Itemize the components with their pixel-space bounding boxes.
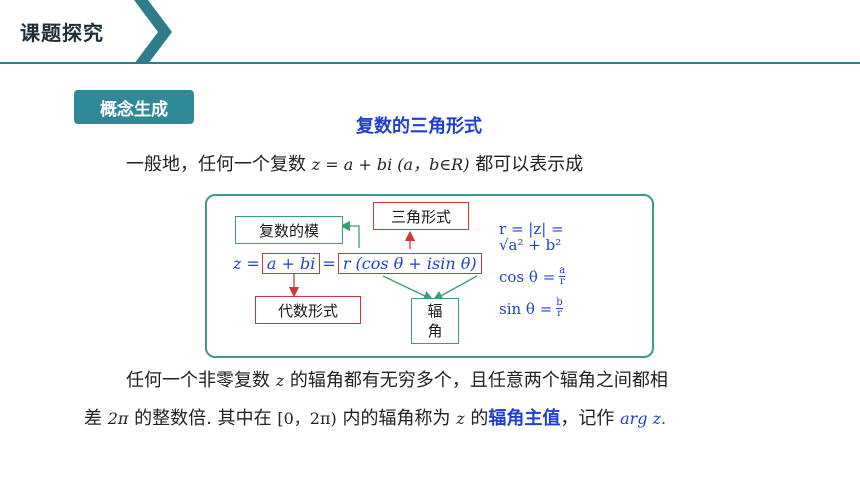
formula-r-rhs: √a² + b² [499, 236, 562, 254]
concept-tag: 概念生成 [74, 90, 194, 124]
p2-l2-arg: arg z. [620, 409, 667, 428]
cos-denominator: r [559, 276, 565, 287]
header-divider [0, 62, 860, 64]
formula-r: r = |z| = √a² + b² [499, 220, 564, 254]
formula-cos: cos θ = a r [499, 265, 566, 287]
formula-sin-lhs: sin θ = [499, 299, 553, 318]
section-title: 复数的三角形式 [356, 116, 482, 137]
formula-r-lhs: r = |z| = [499, 220, 564, 238]
box-modulus: 复数的模 [235, 216, 343, 244]
header-title: 课题探究 [20, 21, 104, 45]
p2-l2-text-2: 的整数倍. 其中在 [134, 408, 272, 429]
p2-l1-var: z [275, 371, 285, 390]
p2-l2-text-4: 的 [470, 408, 489, 429]
intro-text-1: 一般地，任何一个复数 [126, 154, 306, 175]
formula-sin-fraction: b r [556, 297, 563, 319]
formula-cos-lhs: cos θ = [499, 267, 556, 286]
intro-text-2: 都可以表示成 [475, 154, 584, 175]
eq-algebraic-form: a + bi [261, 253, 321, 274]
box-argument: 辐角 [411, 298, 459, 344]
eq-trig-form: r (cos θ + isin θ) [337, 253, 482, 274]
p2-l2-text-1: 差 [84, 408, 102, 429]
intro-paragraph: 一般地，任何一个复数 z = a + bi (a，b∈R) 都可以表示成 [126, 150, 583, 176]
paragraph-2-line-1: 任何一个非零复数 z 的辐角都有无穷多个，且任意两个辐角之间都相 [126, 366, 668, 392]
diagram-panel: 复数的模 三角形式 代数形式 辐角 z = a + bi = r (cos θ … [205, 194, 654, 358]
p2-l2-text-3: 内的辐角称为 [342, 408, 451, 429]
paragraph-2-line-2: 差 2π 的整数倍. 其中在 [0，2π) 内的辐角称为 z 的辐角主值，记作 … [84, 404, 666, 430]
box-algebraic-form: 代数形式 [255, 296, 361, 324]
p2-l2-highlight: 辐角主值 [488, 408, 561, 429]
eq-equal: = [322, 254, 336, 273]
p2-l1-text-1: 任何一个非零复数 [126, 370, 270, 391]
sin-denominator: r [557, 308, 562, 319]
p2-l2-math-2: [0，2π) [277, 409, 337, 428]
equation-row: z = a + bi = r (cos θ + isin θ) [233, 253, 482, 274]
p2-l1-text-2: 的辐角都有无穷多个，且任意两个辐角之间都相 [289, 370, 668, 391]
cos-numerator: a [559, 265, 566, 276]
header-chevron-icon [134, 0, 172, 64]
intro-formula: z = a + bi (a，b∈R) [311, 155, 470, 174]
sin-numerator: b [556, 297, 563, 308]
diagram-arrows [288, 220, 478, 301]
box-trig-form: 三角形式 [373, 202, 469, 230]
formula-cos-fraction: a r [559, 265, 566, 287]
eq-lhs: z = [233, 254, 260, 273]
p2-l2-text-5: ，记作 [560, 408, 615, 429]
p2-l2-math-1: 2π [107, 409, 129, 428]
formula-sin: sin θ = b r [499, 298, 563, 319]
p2-l2-var: z [456, 409, 465, 428]
